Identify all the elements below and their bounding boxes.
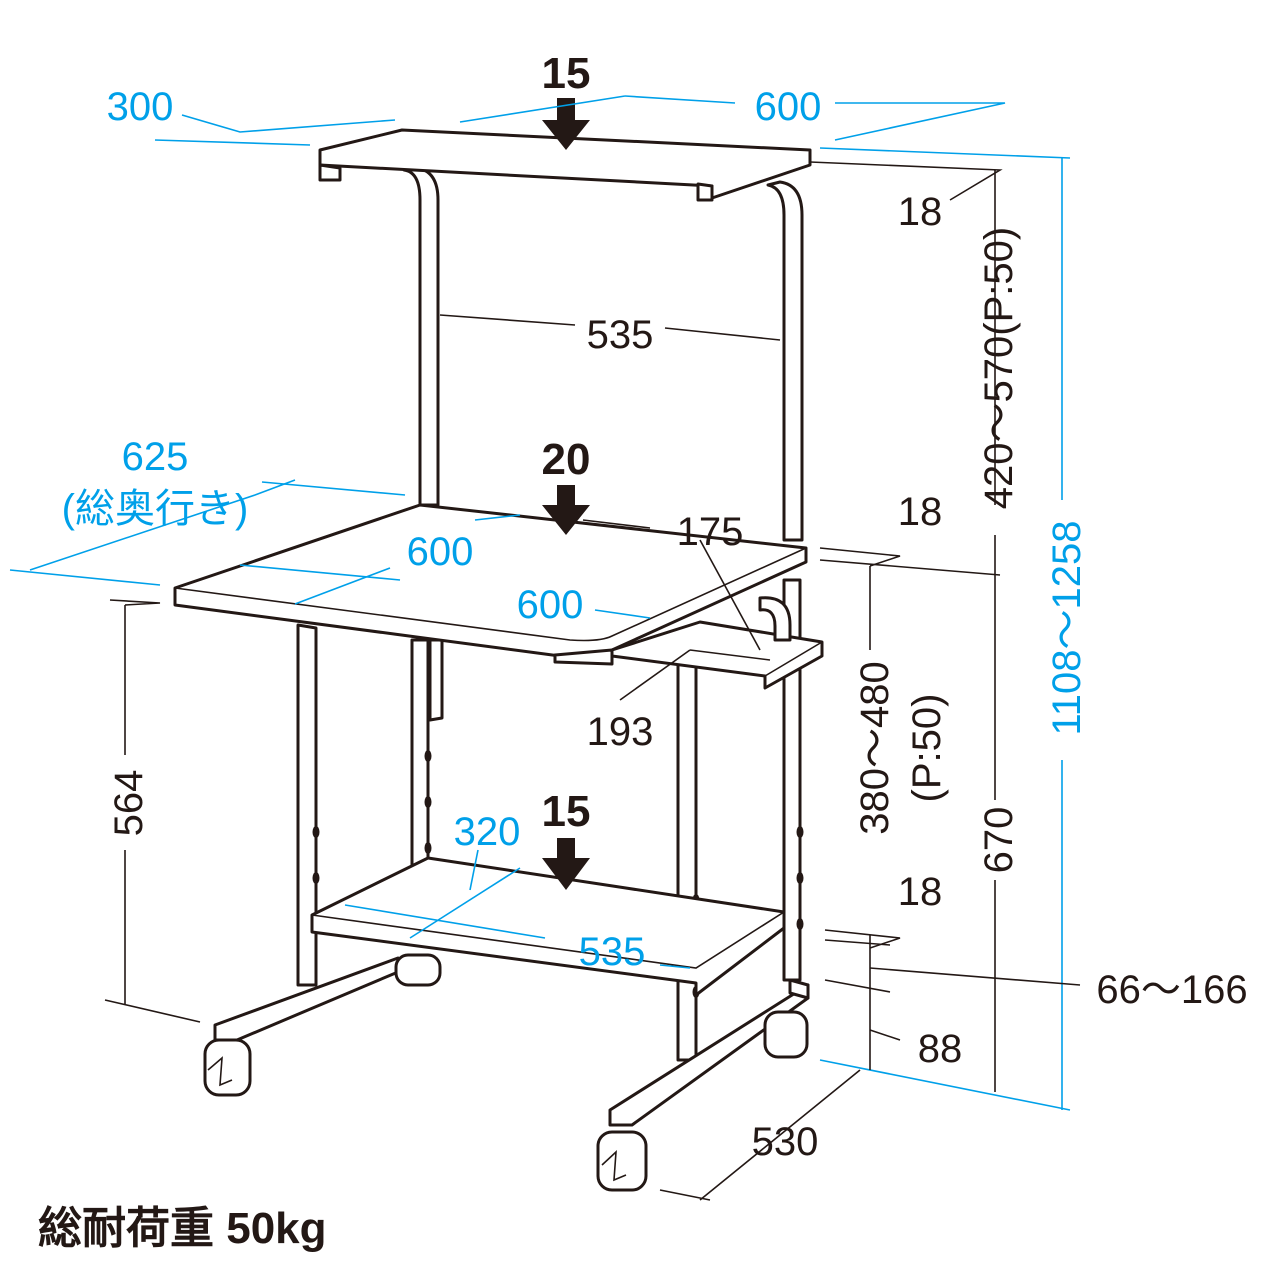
- dim-desk-width: 600: [517, 583, 584, 627]
- dim-base-height: 88: [918, 1027, 963, 1071]
- dim-desk-adjust-pitch: (P:50): [905, 694, 949, 803]
- dim-desk-total-depth: 625: [122, 435, 189, 479]
- load-arrow-bottom: 15: [542, 787, 591, 890]
- dim-mouse-tray-depth: 193: [587, 710, 654, 754]
- desk-top: [173, 503, 808, 666]
- dim-top-depth: 300: [107, 85, 174, 129]
- svg-text:20: 20: [542, 435, 591, 484]
- cart-frame: [173, 128, 824, 1192]
- dim-desk-thickness: 18: [898, 490, 943, 534]
- dimension-labels: 300 600 18 535 625 (総奥行き) 18 600 175 600…: [62, 85, 1248, 1164]
- dim-desk-depth: 600: [407, 530, 474, 574]
- caster-front-right: [596, 1130, 648, 1192]
- bottom-shelf: [310, 856, 786, 997]
- blue-dimension-lines: [9, 95, 1071, 1111]
- dim-bottom-thickness: 18: [898, 870, 943, 914]
- dim-pole-span: 535: [587, 313, 654, 357]
- caster-rear-right: [763, 1010, 809, 1059]
- dim-upper-height-range: 420～570(P:50): [977, 227, 1021, 509]
- upper-pole-right: [766, 180, 804, 542]
- dim-bottom-height-range: 66～166: [1096, 968, 1247, 1012]
- caster-rear-left: [394, 953, 442, 987]
- dim-desk-floor-height: 670: [977, 807, 1021, 874]
- top-shelf: [318, 128, 812, 202]
- dim-overall-height: 1108～1258: [1045, 521, 1089, 736]
- svg-text:15: 15: [542, 787, 591, 836]
- load-arrow-top: 15: [542, 49, 591, 150]
- total-load-capacity-caption: 総耐荷重 50kg: [38, 1204, 327, 1253]
- mouse-tray: [610, 596, 824, 690]
- svg-text:15: 15: [542, 49, 591, 98]
- dim-bottom-width: 535: [579, 930, 646, 974]
- dim-mouse-tray-width: 175: [677, 510, 744, 554]
- load-arrow-desk: 20: [542, 435, 591, 535]
- caster-front-left: [203, 1038, 252, 1097]
- black-dimension-lines: [104, 161, 1081, 1201]
- dim-top-thickness: 18: [898, 190, 943, 234]
- dim-desk-total-depth-note: (総奥行き): [62, 487, 249, 531]
- load-arrows: 15 20 15: [542, 49, 591, 890]
- front-leg-left: [296, 623, 318, 987]
- front-leg-right: [676, 658, 698, 1062]
- dim-base-width: 530: [752, 1120, 819, 1164]
- rear-leg-right: [782, 578, 802, 982]
- dim-bottom-depth: 320: [454, 810, 521, 854]
- upper-pole-left: [402, 166, 440, 507]
- dim-leg-height: 564: [107, 770, 151, 837]
- dim-top-width: 600: [755, 85, 822, 129]
- base-bar-left: [213, 956, 400, 1042]
- dim-desk-adjust-range: 380～480: [853, 661, 897, 834]
